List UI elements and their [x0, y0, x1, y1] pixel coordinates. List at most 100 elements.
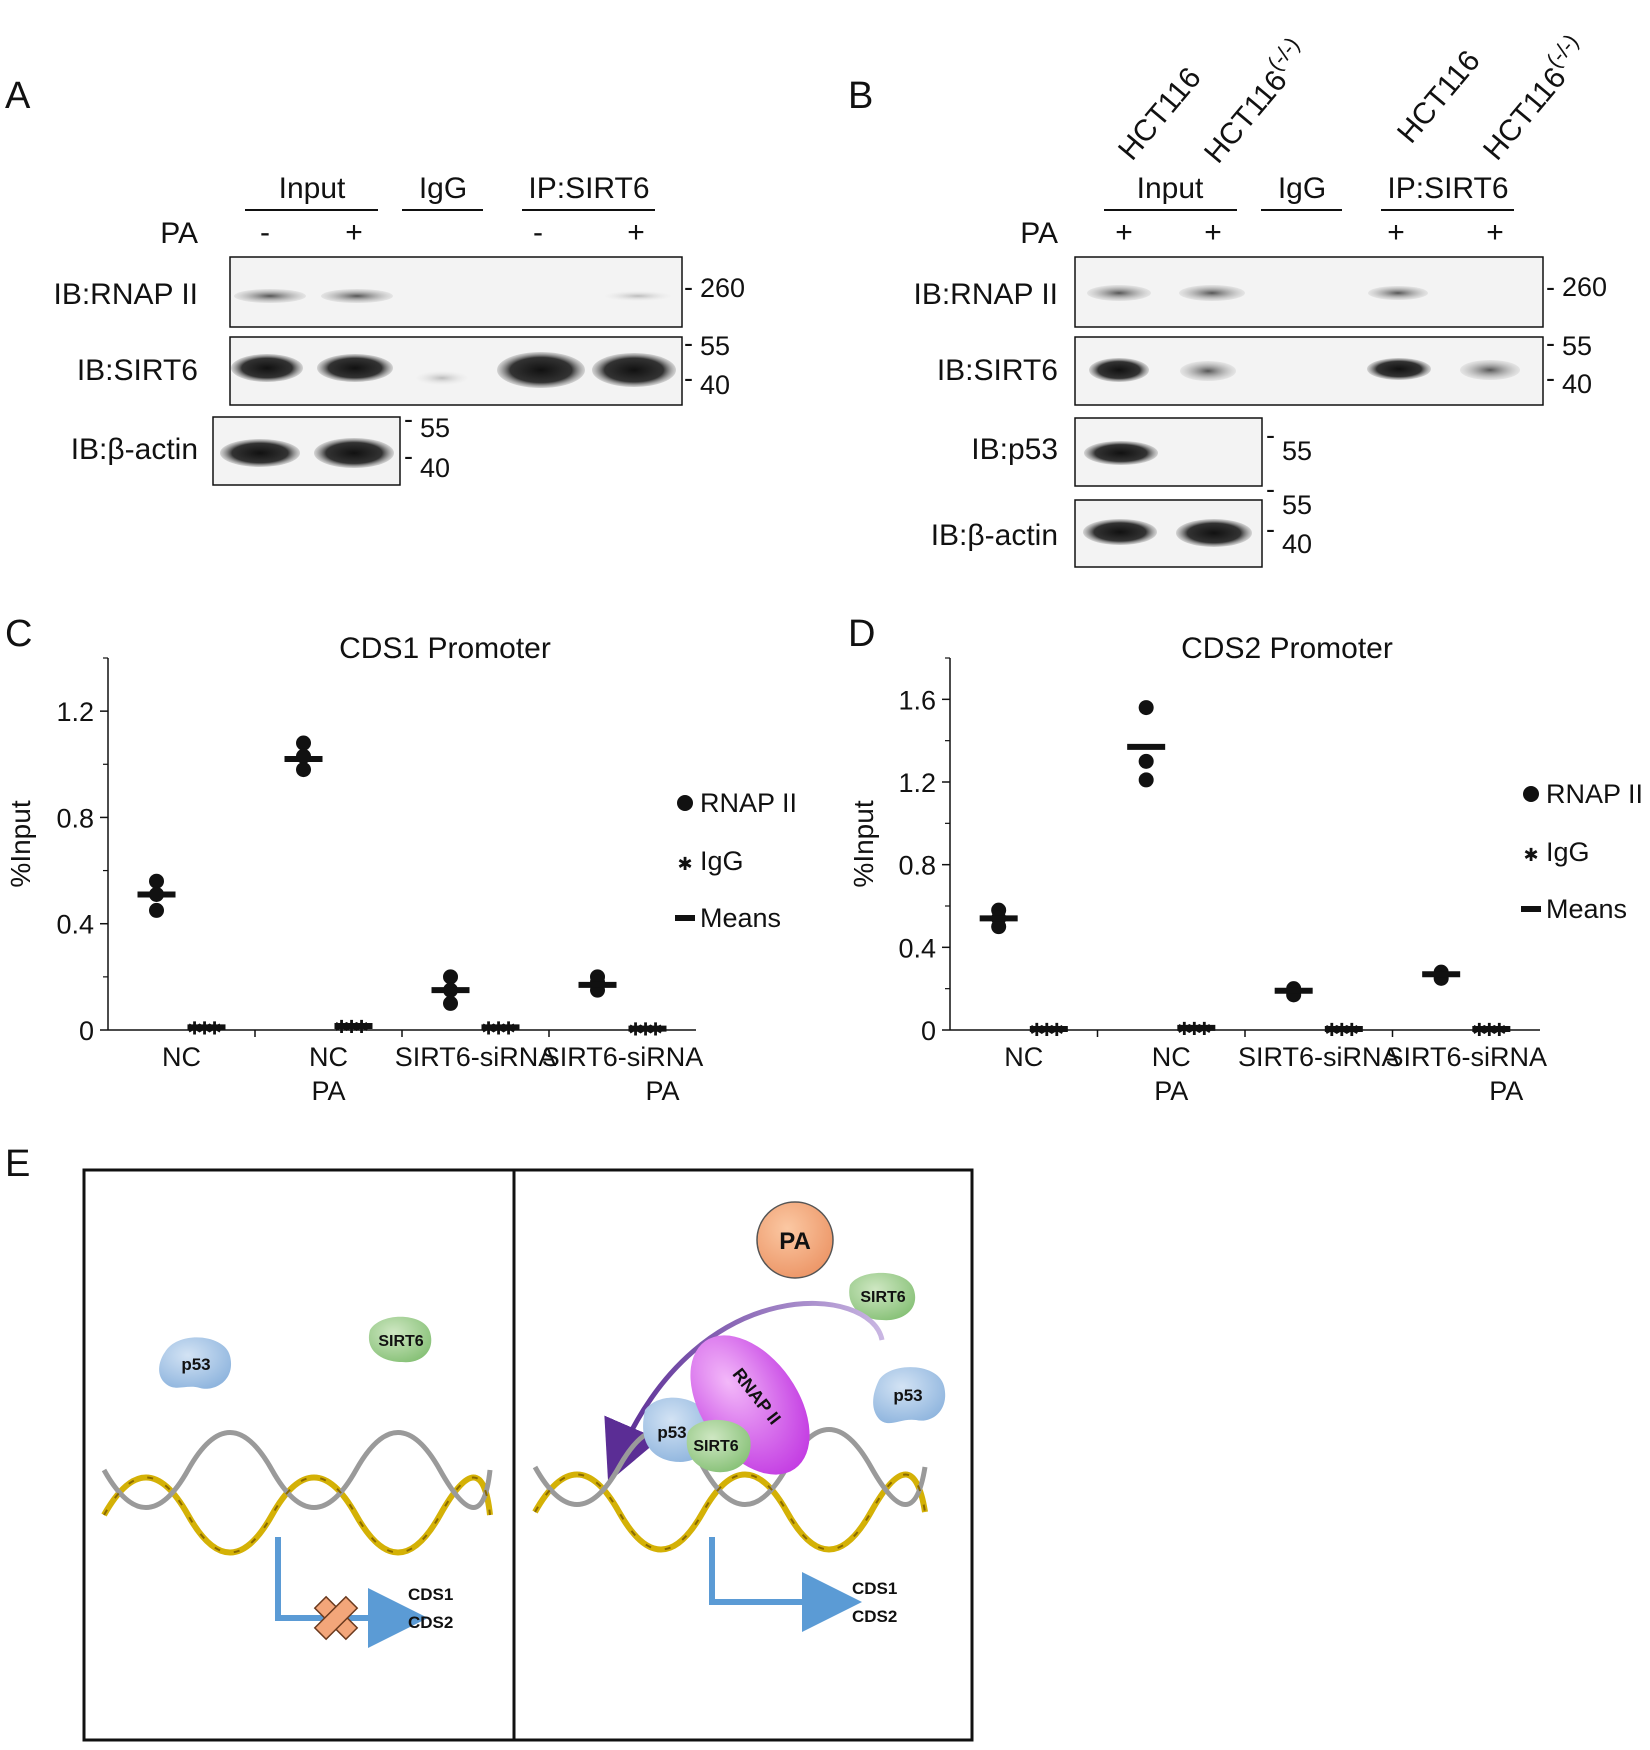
y-tick-label: 0.8 [56, 803, 94, 833]
band [605, 291, 671, 301]
data-point-rnap [149, 902, 165, 918]
svg-text:HCT116: HCT116 [1391, 44, 1487, 149]
blot-rnap [229, 256, 683, 328]
pa-sign: - [533, 216, 543, 249]
x-tick-label: NC [309, 1042, 348, 1072]
band [1368, 286, 1428, 300]
diagram-right: PA SIRT6 p53 p53 RNAP II SIRT6 CDS1 CDS2 [532, 1201, 946, 1632]
pa-label: PA [1020, 217, 1058, 250]
panel-b: B HCT116 HCT116(-/-) HCT116 HCT116(-/-) … [848, 29, 1607, 568]
p53-label: p53 [657, 1423, 686, 1442]
panel-e: E p53 SIRT6 CDS1 CDS2 P [5, 1143, 974, 1742]
panel-a: A Input IgG IP:SIRT6 PA - + - + IB:RNAP … [5, 75, 745, 486]
pa-molecule [756, 1201, 834, 1279]
pa-sign: + [1486, 216, 1504, 249]
y-tick-label: 1.2 [898, 768, 936, 798]
band [1179, 285, 1245, 301]
mw-marker: 40 [700, 370, 730, 400]
data-point-rnap [443, 995, 459, 1011]
pa-sign: + [627, 216, 645, 249]
ib-label-actin: IB:β-actin [931, 519, 1058, 552]
blot-rnap [1074, 256, 1544, 328]
lane-label: HCT116(-/-) [1192, 32, 1317, 169]
panel-letter-b: B [848, 75, 873, 117]
panel-letter-e: E [5, 1143, 30, 1185]
mw-marker: 40 [420, 453, 450, 483]
group-label-ip: IP:SIRT6 [528, 172, 649, 205]
band [317, 354, 393, 382]
band [1089, 358, 1149, 382]
legend-label: IgG [1546, 837, 1590, 867]
pa-sign: + [1387, 216, 1405, 249]
sirt6-protein [686, 1419, 751, 1473]
x-tick-label: NC [1152, 1042, 1191, 1072]
group-label-igg: IgG [1278, 172, 1326, 205]
mw-marker: 40 [1282, 529, 1312, 559]
mw-marker: - [1266, 514, 1275, 544]
mw-marker: 260 [1562, 272, 1607, 302]
data-point-rnap [1138, 700, 1154, 716]
gene-label: CDS1 [852, 1579, 897, 1598]
p53-protein [159, 1337, 232, 1389]
svg-text:HCT116(-/-): HCT116(-/-) [1471, 29, 1596, 166]
y-axis-label: %Input [848, 800, 879, 887]
data-point-rnap [991, 919, 1007, 935]
diagram-left: p53 SIRT6 CDS1 CDS2 [101, 1316, 493, 1648]
band [1367, 358, 1431, 380]
transcription-arrow-icon [709, 1537, 862, 1632]
band [497, 352, 585, 388]
p53-label: p53 [181, 1355, 210, 1374]
legend-label: IgG [700, 846, 744, 876]
band [1180, 361, 1236, 381]
panel-letter-c: C [5, 613, 32, 655]
legend-label: Means [700, 903, 781, 933]
data-point-rnap [296, 762, 312, 778]
p53-protein [873, 1367, 946, 1424]
mw-marker: - [1266, 420, 1275, 450]
sirt6-label: SIRT6 [693, 1438, 738, 1455]
band [1083, 519, 1157, 545]
x-tick-label: SIRT6-siRNA [1238, 1042, 1400, 1072]
band [1176, 519, 1252, 547]
mw-marker: 55 [1282, 490, 1312, 520]
sirt6-label: SIRT6 [860, 1289, 905, 1306]
y-tick-label: 0.4 [56, 910, 94, 940]
pa-sign: + [1204, 216, 1222, 249]
legend-marker-rnap [1523, 786, 1539, 802]
gene-label: CDS1 [408, 1585, 453, 1604]
ib-label-p53: IB:p53 [971, 433, 1058, 466]
y-tick-label: 0.8 [898, 851, 936, 881]
data-point-rnap [1138, 753, 1154, 769]
x-tick-label: SIRT6-siRNA [395, 1042, 557, 1072]
x-tick-label: SIRT6-siRNA [1385, 1042, 1547, 1072]
band [1084, 441, 1158, 465]
band [1087, 285, 1151, 301]
legend-marker-igg: ✱ [677, 854, 692, 874]
sirt6-protein [368, 1316, 432, 1363]
data-point-rnap [149, 873, 165, 889]
y-tick-label: 0 [79, 1016, 94, 1046]
y-tick-label: 0 [921, 1016, 936, 1046]
y-tick-label: 0.4 [898, 933, 936, 963]
x-tick-label: SIRT6-siRNA [542, 1042, 704, 1072]
pa-label: PA [779, 1228, 811, 1255]
mw-marker: 55 [700, 331, 730, 361]
pa-sign: + [345, 216, 363, 249]
panel-letter-d: D [848, 613, 875, 655]
y-axis-label: %Input [5, 800, 36, 887]
band [231, 354, 303, 382]
svg-text:HCT116(-/-): HCT116(-/-) [1192, 32, 1317, 169]
mw-marker: 40 [1562, 369, 1592, 399]
x-tick-label: PA [1489, 1076, 1523, 1106]
ib-label-sirt6: IB:SIRT6 [937, 354, 1058, 387]
blocked-arrow-icon [275, 1537, 428, 1648]
lane-label: HCT116 [1391, 44, 1487, 149]
mw-marker: - [1546, 363, 1555, 393]
ib-label-actin: IB:β-actin [71, 433, 198, 466]
gene-label: CDS2 [852, 1607, 897, 1626]
mw-marker: - [1546, 328, 1555, 358]
x-tick-label: PA [311, 1076, 345, 1106]
chart-title: CDS1 Promoter [339, 632, 551, 665]
mw-marker: 260 [700, 273, 745, 303]
